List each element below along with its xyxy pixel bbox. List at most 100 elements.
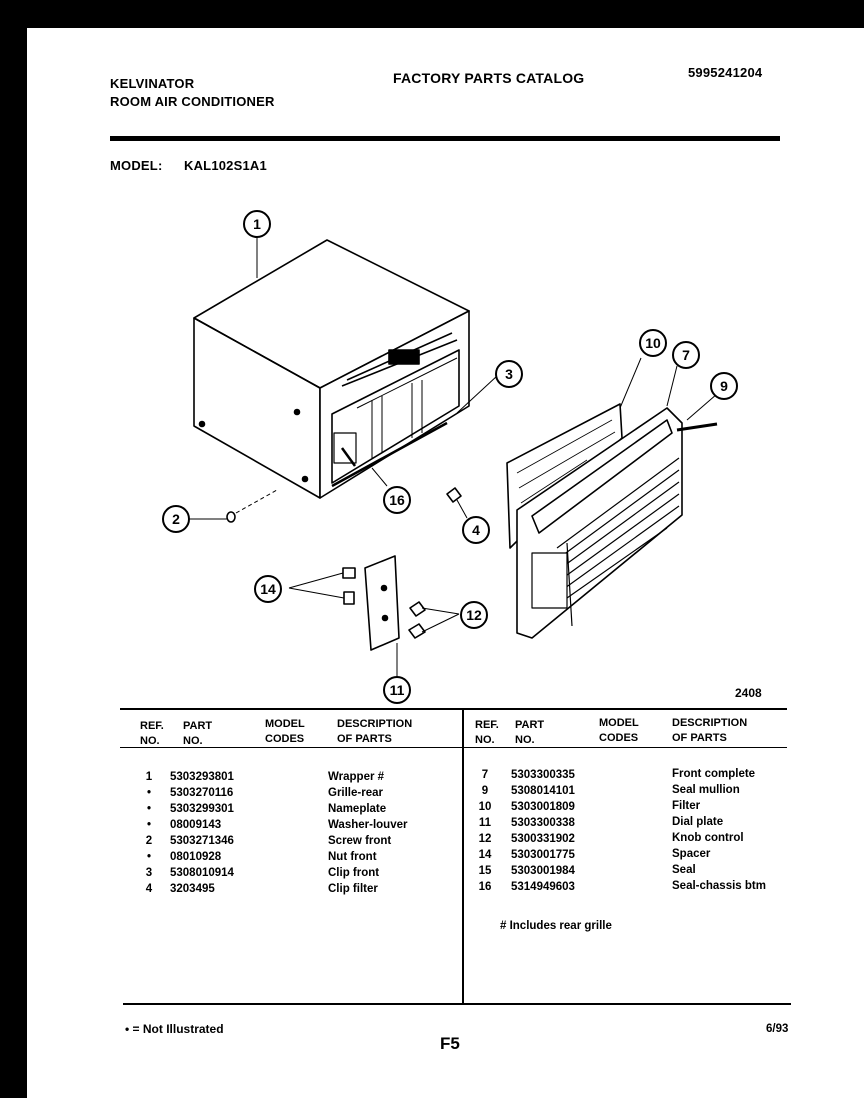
- table-cell-desc: Nameplate: [328, 803, 387, 815]
- catalog-number: 5995241204: [688, 65, 763, 80]
- table-cell-desc: Clip front: [328, 867, 380, 879]
- figure-number: 2408: [735, 686, 762, 700]
- table-cell-ref: 9: [481, 785, 489, 797]
- filter-texture: [516, 419, 616, 534]
- table-cell-ref: 3: [145, 867, 153, 879]
- right-col-part-header: PART NO.: [515, 719, 545, 746]
- right-desc-column: Front complete Seal mullion Filter Dial …: [672, 766, 766, 894]
- table-cell-part: 5303270116: [170, 787, 234, 799]
- table-cell-ref: 14: [478, 849, 492, 861]
- callout-9: 9: [710, 372, 738, 400]
- callout-10: 10: [639, 329, 667, 357]
- table-cell-ref: 2: [145, 835, 153, 847]
- table-cell-part: 5303001984: [511, 865, 575, 877]
- left-col-ref-header: REF. NO.: [140, 720, 164, 747]
- table-cell-ref: 15: [478, 865, 492, 877]
- catalog-title: FACTORY PARTS CATALOG: [393, 70, 585, 86]
- left-desc-column: Wrapper # Grille-rear Nameplate Washer-l…: [328, 769, 407, 897]
- right-part-column: 5303300335 5308014101 5303001809 5303300…: [511, 767, 575, 895]
- table-cell-part: 5303001775: [511, 849, 575, 861]
- table-cell-part: 3203495: [170, 883, 215, 895]
- table-cell-ref: •: [146, 819, 152, 831]
- right-col-desc-header: DESCRIPTION OF PARTS: [672, 717, 748, 744]
- table-cell-desc: Spacer: [672, 848, 711, 860]
- callout-label: 3: [505, 366, 513, 382]
- table-cell-desc: Wrapper #: [328, 771, 385, 783]
- table-cell-ref: 12: [478, 833, 492, 845]
- table-cell-part: 5303271346: [170, 835, 234, 847]
- cabinet-wrapper: [193, 239, 470, 499]
- right-ref-column: 7 9 10 11 12 14 15 16: [472, 767, 498, 895]
- callout-label: 16: [389, 492, 405, 508]
- callout-label: 4: [472, 522, 480, 538]
- table-cell-ref: 16: [478, 881, 492, 893]
- right-col-codes-header: MODEL CODES: [599, 717, 639, 744]
- table-cell-ref: •: [146, 787, 152, 799]
- table-cell-desc: Nut front: [328, 851, 377, 863]
- product-name: ROOM AIR CONDITIONER: [110, 94, 275, 109]
- table-note: # Includes rear grille: [500, 920, 612, 932]
- table-cell-desc: Seal mullion: [672, 784, 740, 796]
- callout-label: 11: [390, 682, 405, 698]
- table-cell-desc: Front complete: [672, 768, 756, 780]
- table-cell-desc: Knob control: [672, 832, 744, 844]
- table-cell-part: 5303300335: [511, 769, 575, 781]
- table-cell-desc: Screw front: [328, 835, 392, 847]
- table-cell-part: 08010928: [170, 851, 222, 863]
- table-cell-ref: 7: [481, 769, 489, 781]
- table-cell-desc: Dial plate: [672, 816, 724, 828]
- callout-label: 1: [253, 216, 261, 232]
- callout-4: 4: [462, 516, 490, 544]
- left-col-part-header: PART NO.: [183, 720, 213, 747]
- table-cell-desc: Seal-chassis btm: [672, 880, 766, 892]
- table-cell-ref: 11: [478, 817, 492, 829]
- model-value: KAL102S1A1: [184, 158, 267, 173]
- table-cell-desc: Filter: [672, 800, 701, 812]
- table-cell-part: 08009143: [170, 819, 222, 831]
- callout-16: 16: [383, 486, 411, 514]
- table-cell-part: 5303001809: [511, 801, 575, 813]
- right-header-rule: [464, 747, 787, 748]
- table-cell-part: 5308014101: [511, 785, 575, 797]
- callout-label: 10: [645, 335, 661, 351]
- page-number: F5: [440, 1034, 460, 1053]
- callout-label: 12: [466, 607, 482, 623]
- table-cell-ref: •: [146, 851, 152, 863]
- callout-11: 11: [383, 676, 411, 704]
- callout-label: 14: [260, 581, 276, 597]
- table-cell-part: 5314949603: [511, 881, 575, 893]
- table-cell-part: 5308010914: [170, 867, 234, 879]
- left-header-rule: [120, 747, 462, 748]
- front-louvers: [556, 457, 680, 627]
- left-col-codes-header: MODEL CODES: [265, 718, 305, 745]
- model-label: MODEL:: [110, 158, 163, 173]
- callout-1: 1: [243, 210, 271, 238]
- table-cell-ref: 4: [145, 883, 153, 895]
- callout-3: 3: [495, 360, 523, 388]
- footer-legend: • = Not Illustrated: [125, 1022, 224, 1036]
- left-ref-column: 1 • • • 2 • 3 4: [137, 769, 161, 897]
- table-cell-ref: 10: [478, 801, 492, 813]
- table-bottom-rule: [123, 1003, 791, 1005]
- table-cell-desc: Grille-rear: [328, 787, 383, 799]
- right-col-ref-header: REF. NO.: [475, 719, 499, 746]
- footer-date: 6/93: [766, 1023, 789, 1035]
- callout-7: 7: [672, 341, 700, 369]
- table-cell-desc: Washer-louver: [328, 819, 408, 831]
- left-part-column: 5303293801 5303270116 5303299301 0800914…: [170, 769, 234, 897]
- callout-14: 14: [254, 575, 282, 603]
- callout-label: 9: [720, 378, 728, 394]
- callout-label: 7: [682, 347, 690, 363]
- callout-leaders: [256, 236, 718, 678]
- table-cell-part: 5303293801: [170, 771, 234, 783]
- left-col-desc-header: DESCRIPTION OF PARTS: [337, 718, 413, 745]
- table-cell-ref: 1: [145, 771, 153, 783]
- table-center-rule: [462, 708, 464, 1003]
- callout-label: 2: [172, 511, 180, 527]
- table-top-rule: [120, 708, 787, 710]
- catalog-page: KELVINATOR ROOM AIR CONDITIONER FACTORY …: [27, 28, 864, 1098]
- table-cell-part: 5303299301: [170, 803, 234, 815]
- brand-name: KELVINATOR: [110, 76, 195, 91]
